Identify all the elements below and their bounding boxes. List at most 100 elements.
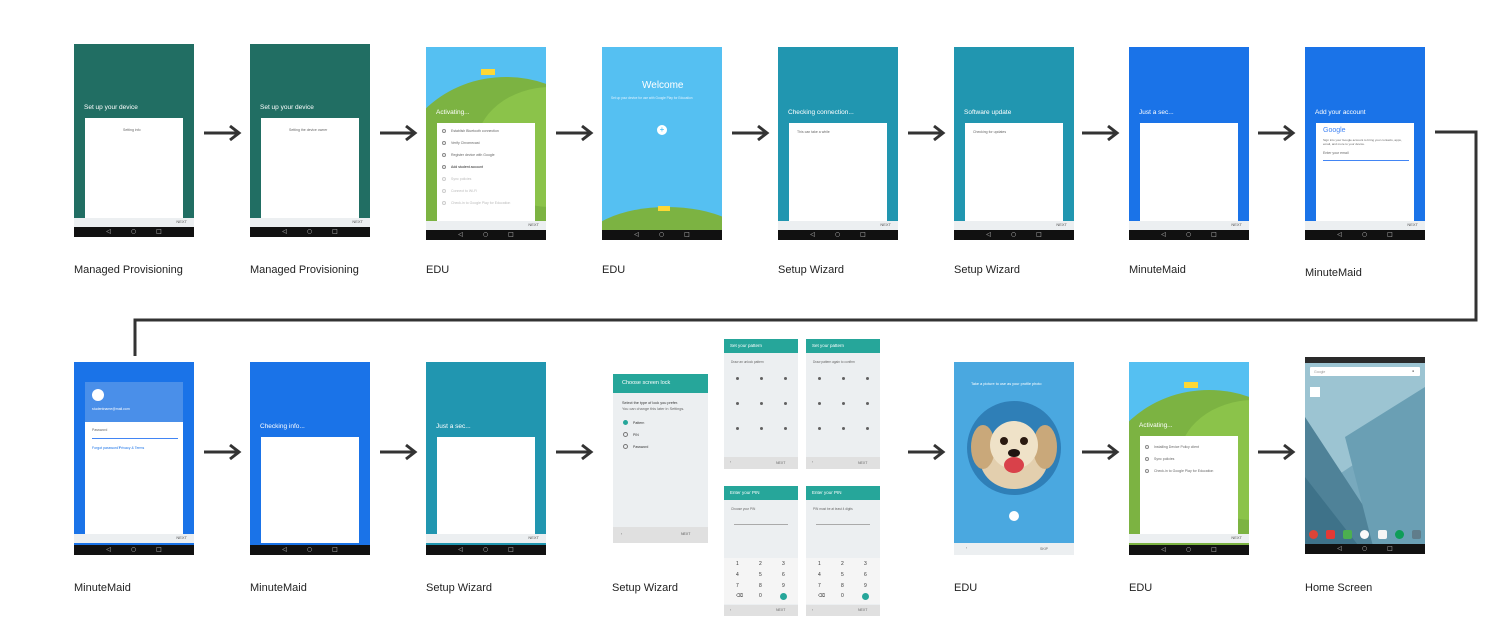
key-2[interactable]: 2 — [841, 561, 844, 567]
radio-pattern[interactable] — [623, 420, 628, 425]
key-8[interactable]: 8 — [841, 583, 844, 589]
next-button[interactable]: NEXT — [1056, 222, 1067, 227]
skip-button[interactable]: SKIP — [1040, 547, 1048, 551]
home-icon[interactable]: ○ — [658, 231, 665, 238]
key-8[interactable]: 8 — [759, 583, 762, 589]
pattern-dot[interactable] — [736, 402, 739, 405]
recents-icon[interactable]: □ — [1211, 231, 1217, 238]
next-button[interactable]: NEXT — [880, 222, 891, 227]
home-icon[interactable]: ○ — [482, 231, 489, 238]
next-button[interactable]: NEXT — [776, 608, 786, 612]
back-icon[interactable]: ◁ — [1337, 231, 1342, 238]
delete-key-icon[interactable]: ⌫ — [818, 593, 826, 599]
next-button[interactable]: NEXT — [858, 461, 868, 465]
home-icon[interactable]: ○ — [1361, 231, 1368, 238]
pattern-dot[interactable] — [842, 377, 845, 380]
next-button[interactable]: NEXT — [858, 608, 868, 612]
back-icon[interactable]: ◁ — [458, 546, 463, 553]
back-icon[interactable]: ◁ — [106, 546, 111, 553]
key-7[interactable]: 7 — [818, 583, 821, 589]
start-button[interactable]: + — [657, 125, 667, 135]
back-arrow-icon[interactable]: ‹ — [730, 608, 732, 612]
home-icon[interactable]: ○ — [1185, 546, 1192, 553]
gmail-icon[interactable] — [1377, 529, 1387, 539]
back-icon[interactable]: ◁ — [1161, 546, 1166, 553]
pattern-dot[interactable] — [866, 377, 869, 380]
recents-icon[interactable]: □ — [156, 546, 162, 553]
key-5[interactable]: 5 — [759, 572, 762, 578]
recents-icon[interactable]: □ — [332, 546, 338, 553]
home-icon[interactable]: ○ — [1010, 231, 1017, 238]
home-icon[interactable]: ○ — [482, 546, 489, 553]
next-button[interactable]: NEXT — [1407, 222, 1418, 227]
home-icon[interactable]: ○ — [130, 546, 137, 553]
back-icon[interactable]: ◁ — [634, 231, 639, 238]
pattern-dot[interactable] — [760, 427, 763, 430]
recents-icon[interactable]: □ — [332, 228, 338, 235]
key-4[interactable]: 4 — [818, 572, 821, 578]
pattern-dot[interactable] — [866, 427, 869, 430]
home-icon[interactable]: ○ — [306, 546, 313, 553]
home-icon[interactable]: ○ — [834, 231, 841, 238]
pin-input-underline[interactable] — [816, 524, 870, 525]
back-arrow-icon[interactable]: ‹ — [966, 546, 968, 550]
password-field[interactable]: Password — [92, 428, 108, 432]
email-field[interactable]: Enter your email — [1323, 151, 1349, 155]
next-button[interactable]: NEXT — [176, 535, 187, 540]
key-6[interactable]: 6 — [782, 572, 785, 578]
back-icon[interactable]: ◁ — [986, 231, 991, 238]
back-arrow-icon[interactable]: ‹ — [730, 460, 732, 464]
key-5[interactable]: 5 — [841, 572, 844, 578]
pattern-dot[interactable] — [784, 377, 787, 380]
key-3[interactable]: 3 — [864, 561, 867, 567]
camera-icon[interactable] — [1411, 529, 1421, 539]
pattern-dot[interactable] — [818, 427, 821, 430]
key-1[interactable]: 1 — [818, 561, 821, 567]
recents-icon[interactable]: □ — [156, 228, 162, 235]
next-button[interactable]: NEXT — [1231, 222, 1242, 227]
pattern-dot[interactable] — [842, 402, 845, 405]
pattern-dot[interactable] — [818, 377, 821, 380]
back-icon[interactable]: ◁ — [810, 231, 815, 238]
next-button[interactable]: NEXT — [1231, 535, 1242, 540]
key-4[interactable]: 4 — [736, 572, 739, 578]
key-9[interactable]: 9 — [782, 583, 785, 589]
back-icon[interactable]: ◁ — [282, 228, 287, 235]
hangouts-icon[interactable] — [1394, 529, 1404, 539]
recents-icon[interactable]: □ — [508, 231, 514, 238]
next-button[interactable]: NEXT — [352, 219, 363, 224]
recents-icon[interactable]: □ — [508, 546, 514, 553]
confirm-key-icon[interactable] — [780, 593, 787, 600]
delete-key-icon[interactable]: ⌫ — [736, 593, 744, 599]
home-icon[interactable]: ○ — [1185, 231, 1192, 238]
key-1[interactable]: 1 — [736, 561, 739, 567]
pin-input-underline[interactable] — [734, 524, 788, 525]
confirm-key-icon[interactable] — [862, 593, 869, 600]
youtube-icon[interactable] — [1326, 529, 1336, 539]
home-icon[interactable]: ○ — [130, 228, 137, 235]
recents-icon[interactable]: □ — [1387, 231, 1393, 238]
pattern-dot[interactable] — [736, 377, 739, 380]
maps-icon[interactable] — [1343, 529, 1353, 539]
back-arrow-icon[interactable]: ‹ — [812, 460, 814, 464]
key-2[interactable]: 2 — [759, 561, 762, 567]
next-button[interactable]: NEXT — [681, 532, 691, 536]
next-button[interactable]: NEXT — [528, 535, 539, 540]
app-icon[interactable] — [1310, 387, 1320, 397]
recents-icon[interactable]: □ — [1387, 545, 1393, 552]
back-arrow-icon[interactable]: ‹ — [621, 532, 623, 536]
pattern-dot[interactable] — [784, 402, 787, 405]
back-icon[interactable]: ◁ — [458, 231, 463, 238]
key-0[interactable]: 0 — [759, 593, 762, 599]
option-pattern[interactable]: Pattern — [633, 421, 645, 425]
radio-password[interactable] — [623, 444, 628, 449]
back-icon[interactable]: ◁ — [106, 228, 111, 235]
mic-icon[interactable]: ● — [1412, 369, 1415, 373]
recents-icon[interactable]: □ — [1036, 231, 1042, 238]
home-icon[interactable]: ○ — [306, 228, 313, 235]
pattern-dot[interactable] — [866, 402, 869, 405]
pattern-dot[interactable] — [784, 427, 787, 430]
back-arrow-icon[interactable]: ‹ — [812, 608, 814, 612]
home-icon[interactable]: ○ — [1361, 545, 1368, 552]
back-icon[interactable]: ◁ — [282, 546, 287, 553]
